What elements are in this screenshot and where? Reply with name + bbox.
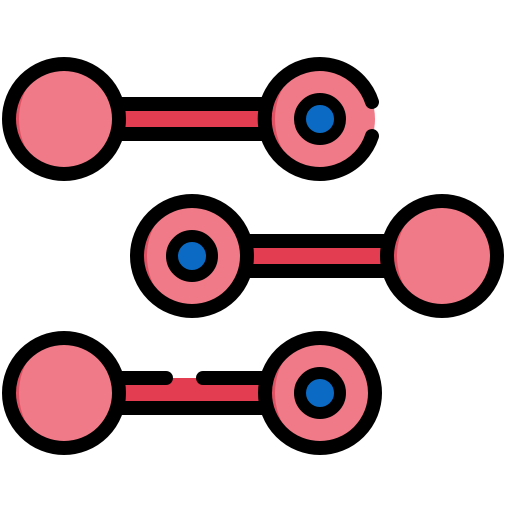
molecule-middle xyxy=(130,194,504,318)
node-top-right xyxy=(257,57,379,181)
node-bottom-right xyxy=(258,331,382,455)
bond-middle xyxy=(233,234,404,278)
dot-top xyxy=(294,93,346,145)
node-bottom-left xyxy=(2,331,126,455)
molecule-top xyxy=(2,57,379,181)
node-middle-left xyxy=(130,194,254,318)
bond-top xyxy=(106,97,276,141)
dot-middle xyxy=(166,230,218,282)
node-top-left xyxy=(2,57,126,181)
molecule-bottom xyxy=(2,331,382,455)
node-middle-right xyxy=(380,194,504,318)
dot-bottom xyxy=(294,367,346,419)
